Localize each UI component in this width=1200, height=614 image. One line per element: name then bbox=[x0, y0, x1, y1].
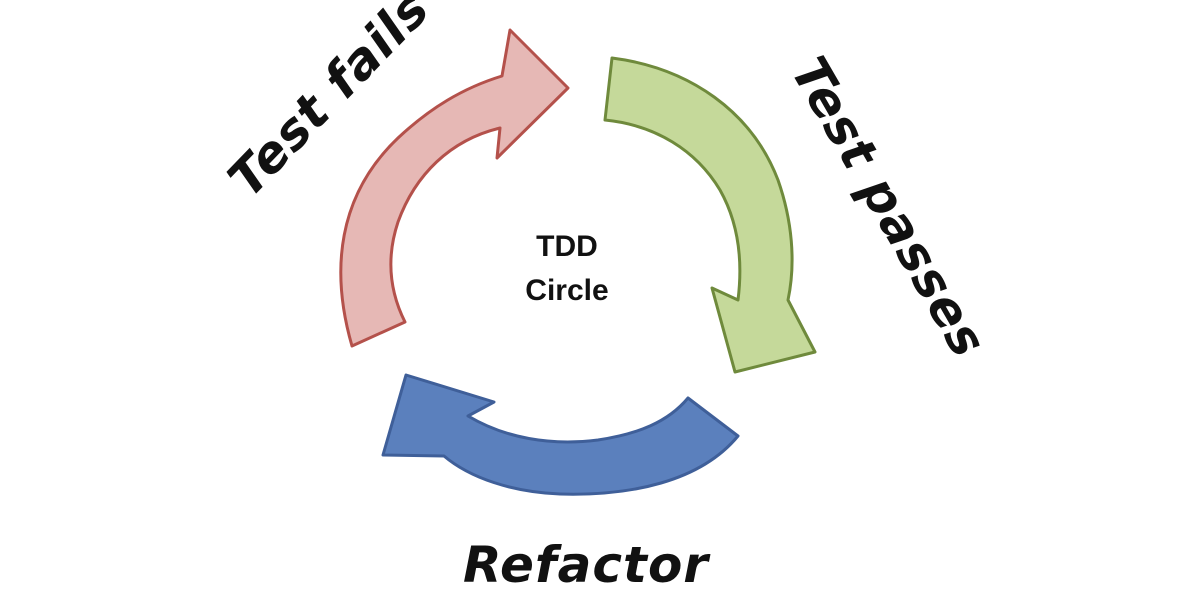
label-test-passes: Test passes bbox=[780, 47, 998, 367]
arrow-test-fails bbox=[339, 28, 570, 348]
center-title-line2: Circle bbox=[525, 274, 608, 307]
arrow-test-passes bbox=[603, 56, 817, 374]
center-title-line1: TDD bbox=[536, 230, 598, 263]
arrow-refactor bbox=[381, 373, 740, 496]
label-refactor: Refactor bbox=[463, 536, 711, 594]
